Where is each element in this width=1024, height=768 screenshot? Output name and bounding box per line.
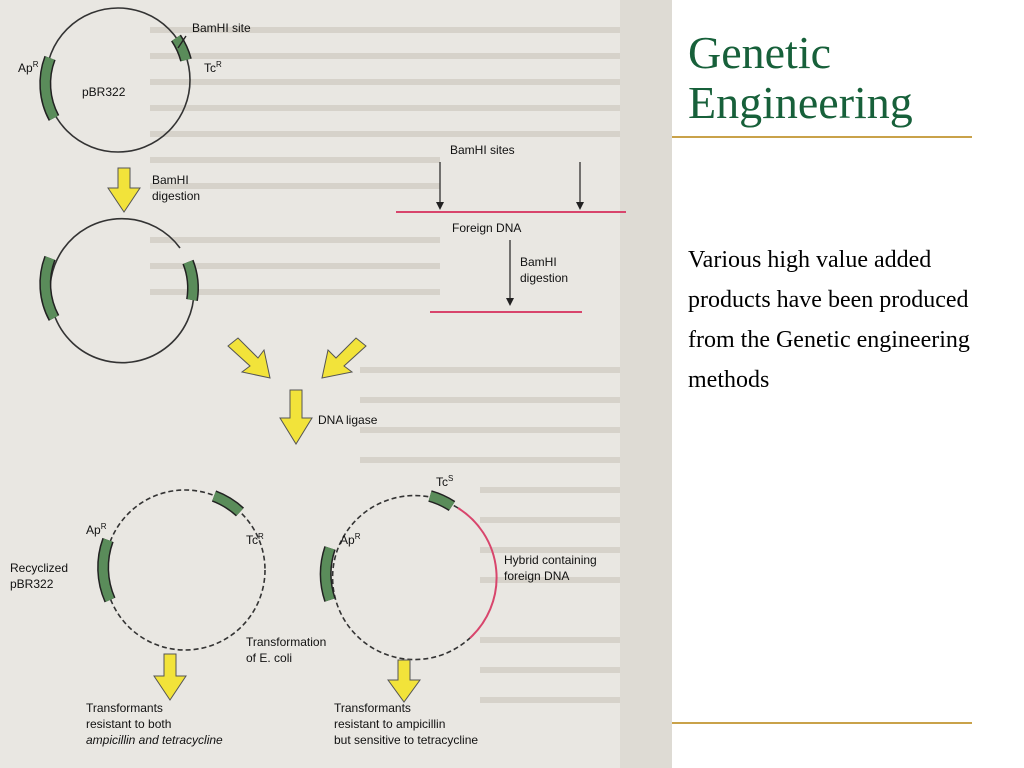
background-page-text: [150, 0, 672, 768]
recyclized-label-2: pBR322: [10, 577, 54, 591]
hybrid-label-2: foreign DNA: [504, 569, 569, 583]
bamhi-digestion-b-label-1: BamHI: [520, 255, 557, 269]
recyclized-label-1: Recyclized: [10, 561, 68, 575]
bamhi-site-label: BamHI site: [192, 21, 251, 35]
transformants-right-3: but sensitive to tetracycline: [334, 733, 478, 747]
pbr322-label: pBR322: [82, 85, 126, 99]
hybrid-label-1: Hybrid containing: [504, 553, 597, 567]
transformants-left-2: resistant to both: [86, 717, 171, 731]
plasmid-hybrid: [319, 490, 498, 661]
transformants-left-3: ampicillin and tetracycline: [86, 733, 223, 747]
bamhi-digestion-label-2: digestion: [152, 189, 200, 203]
tcr-label-recyclized: TcR: [246, 532, 264, 547]
apr-label-hybrid: ApR: [340, 532, 361, 547]
bamhi-digestion-label-1: BamHI: [152, 173, 189, 187]
cloning-diagram: BamHI site ApR TcR pBR322 BamHI digestio…: [10, 0, 672, 768]
plasmid-pbr322: [39, 7, 192, 153]
arrow-digestion-left: [107, 167, 141, 213]
arrow-converge-left: [227, 337, 271, 379]
slide-title-line1: Genetic: [688, 27, 832, 78]
tcs-label: TcS: [436, 474, 453, 489]
bottom-divider: [672, 722, 972, 724]
transformation-label-2: of E. coli: [246, 651, 292, 665]
genetic-engineering-figure: BamHI site ApR TcR pBR322 BamHI digestio…: [0, 0, 672, 768]
bamhi-digestion-b-label-2: digestion: [520, 271, 568, 285]
arrow-transform-right: [387, 659, 421, 703]
transformants-right-2: resistant to ampicillin: [334, 717, 445, 731]
arrow-transform-left: [153, 653, 187, 701]
transformants-left-1: Transformants: [86, 701, 163, 715]
opened-plasmid: [39, 217, 199, 364]
transformants-right-1: Transformants: [334, 701, 411, 715]
bamhi-sites-label: BamHI sites: [450, 143, 515, 157]
slide-title-line2: Engineering: [688, 77, 913, 128]
apr-label-recyclized: ApR: [86, 522, 107, 537]
dna-ligase-label: DNA ligase: [318, 413, 378, 427]
slide-title: Genetic Engineering: [688, 28, 1008, 128]
arrow-converge-right: [321, 337, 367, 379]
tcr-label-top: TcR: [204, 60, 222, 75]
apr-label-top: ApR: [18, 60, 39, 75]
title-divider: [672, 136, 972, 138]
transformation-label-1: Transformation: [246, 635, 326, 649]
foreign-dna-label: Foreign DNA: [452, 221, 521, 235]
arrow-dna-ligase: [279, 389, 313, 445]
plasmid-recyclized: [97, 489, 266, 651]
slide-body-text: Various high value added products have b…: [688, 247, 970, 393]
